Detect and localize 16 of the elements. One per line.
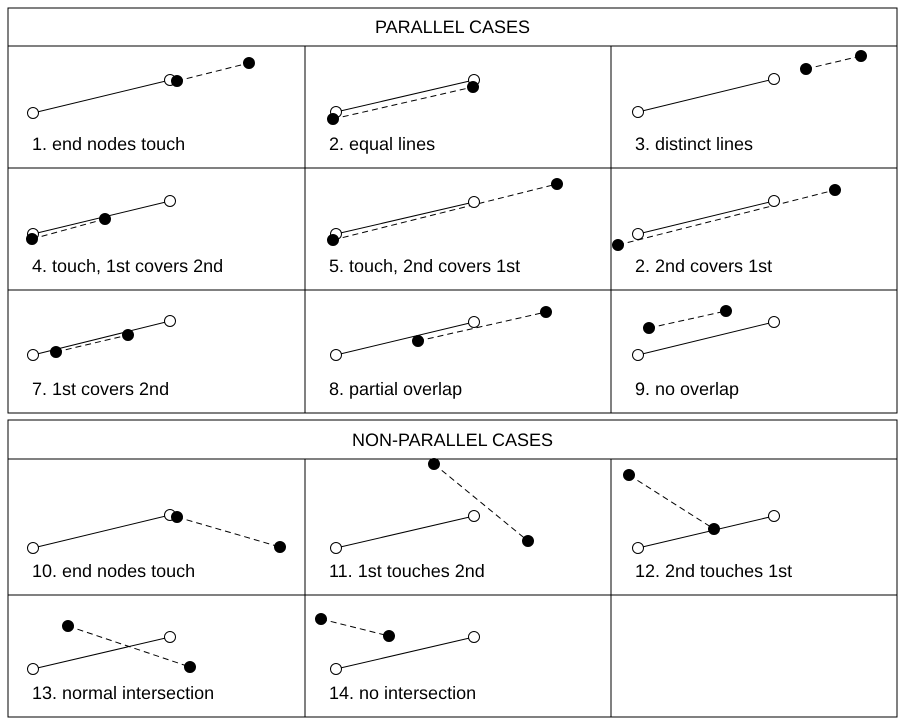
case-caption: 2. 2nd covers 1st (635, 256, 772, 276)
table-heading: PARALLEL CASES (374, 17, 532, 37)
case-caption: 1. end nodes touch (32, 134, 186, 154)
case-caption: 5. touch, 2nd covers 1st (329, 256, 520, 276)
case-caption: 11. 1st touches 2nd (329, 561, 485, 581)
case-caption: 12. 2nd touches 1st (635, 561, 792, 581)
case-caption: 14. no intersection (329, 683, 476, 703)
case-caption: 13. normal intersection (32, 683, 214, 703)
case-caption: 4. touch, 1st covers 2nd (32, 256, 224, 276)
case-caption: 3. distinct lines (635, 134, 754, 154)
case-caption: 10. end nodes touch (32, 561, 196, 581)
table-heading: NON-PARALLEL CASES (350, 430, 554, 450)
case-caption: 9. no overlap (635, 379, 740, 399)
case-caption: 8. partial overlap (329, 379, 462, 399)
case-caption: 7. 1st covers 2nd (32, 379, 170, 399)
case-caption: 2. equal lines (329, 134, 436, 154)
